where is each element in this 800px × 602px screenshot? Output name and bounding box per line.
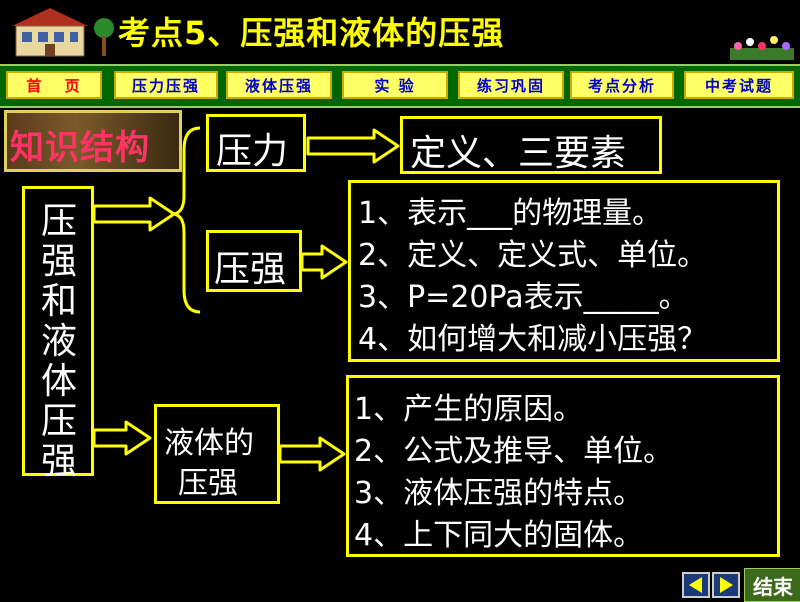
main-topic-char: 液: [40, 321, 77, 362]
list-item: 4、如何增大和减小压强？: [358, 322, 708, 357]
main-topic-box: [22, 186, 94, 476]
pressure-force-label: 压力: [216, 131, 289, 172]
knowledge-structure-box: [4, 110, 182, 172]
nav-home[interactable]: 首 页: [6, 71, 102, 99]
prev-button[interactable]: [682, 572, 710, 598]
list-item: 4、上下同大的固体。: [354, 518, 644, 553]
main-topic-char: 体: [40, 361, 77, 402]
tree-icon: [94, 18, 114, 56]
liquid-pressure-line2: 压强: [178, 466, 238, 501]
liquid-pressure-box: [154, 404, 280, 504]
nav-bar: 首 页 压力压强 液体压强 实 验 练习巩固 考点分析 中考试题: [0, 64, 800, 108]
pressure-box: [206, 230, 302, 292]
definition-box: [400, 116, 662, 174]
house-icon: [12, 8, 88, 57]
liquid-list-box: [346, 375, 780, 557]
arrow-main-to-liquid: [92, 420, 152, 456]
pressure-label: 压强: [214, 249, 287, 290]
main-topic-char: 和: [40, 281, 77, 322]
next-button[interactable]: [712, 572, 740, 598]
list-item: 2、定义、定义式、单位。: [358, 238, 708, 273]
flowers-icon: [730, 36, 794, 60]
main-topic-char: 压: [40, 201, 77, 242]
nav-liquid-pressure[interactable]: 液体压强: [226, 71, 332, 99]
nav-exam[interactable]: 中考试题: [684, 71, 794, 99]
nav-pressure-force[interactable]: 压力压强: [114, 71, 218, 99]
triangle-left-icon: [689, 577, 702, 593]
arrow-pressure-force-to-definition: [306, 128, 400, 164]
main-topic-char: 压: [40, 401, 77, 442]
list-item: 1、表示___的物理量。: [358, 196, 663, 231]
arrow-liquid-to-list: [278, 436, 346, 472]
page-title: 考点5、压强和液体的压强: [118, 14, 505, 52]
nav-experiment[interactable]: 实 验: [342, 71, 448, 99]
pressure-force-box: [206, 114, 306, 172]
nav-practice[interactable]: 练习巩固: [458, 71, 564, 99]
liquid-pressure-line1: 液体的: [164, 426, 254, 461]
arrow-main-to-brace: [92, 196, 176, 232]
list-item: 3、液体压强的特点。: [354, 476, 644, 511]
arrow-pressure-to-list: [300, 244, 348, 280]
pressure-list-box: [348, 180, 780, 362]
list-item: 1、产生的原因。: [354, 392, 584, 427]
list-item: 2、公式及推导、单位。: [354, 434, 674, 469]
curly-brace: [172, 126, 201, 314]
main-topic-char: 强: [40, 441, 77, 482]
triangle-right-icon: [720, 577, 733, 593]
main-topic-char: 强: [40, 241, 77, 282]
end-button[interactable]: 结束: [744, 568, 800, 602]
list-item: 3、P=20Pa表示_____。: [358, 280, 689, 315]
nav-analysis[interactable]: 考点分析: [570, 71, 674, 99]
knowledge-structure-label: 知识结构: [10, 128, 150, 168]
definition-label: 定义、三要素: [410, 133, 627, 174]
